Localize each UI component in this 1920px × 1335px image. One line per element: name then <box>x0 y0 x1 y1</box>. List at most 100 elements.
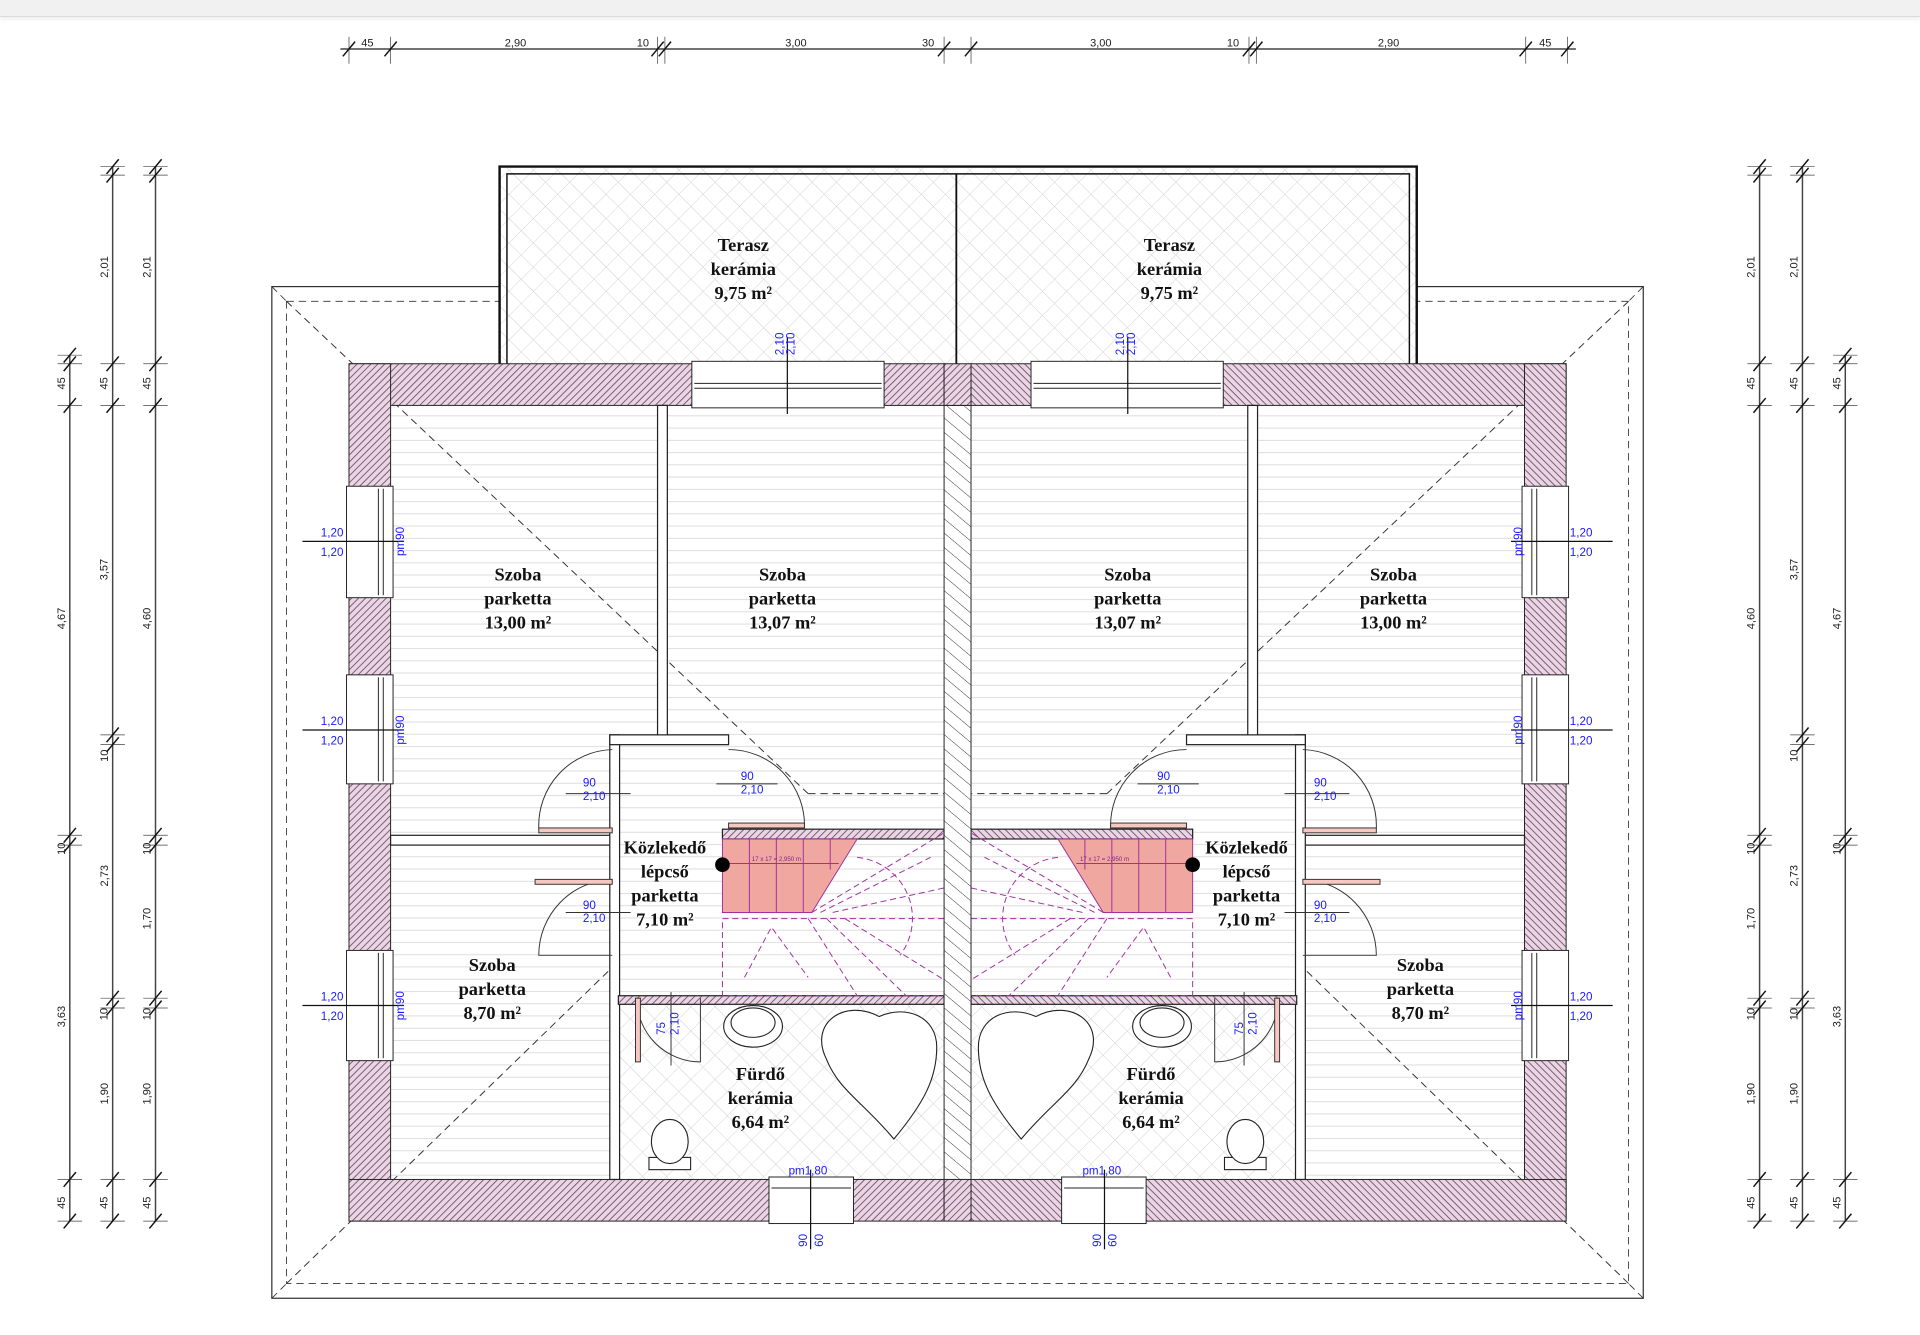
room-label-line: Szoba <box>1397 955 1444 975</box>
dimension-label: 4,67 <box>1831 608 1843 629</box>
dimension-tick <box>1795 158 1810 175</box>
room-label-line: Szoba <box>1104 565 1151 585</box>
door-width-label: 90 <box>1314 899 1327 912</box>
window-height-label: 1,20 <box>1570 735 1593 748</box>
room-label-line: 13,00 m² <box>485 612 552 632</box>
dimension-label: 2,01 <box>1746 256 1758 277</box>
window-width-label: 1,20 <box>1570 526 1593 539</box>
window-width-label: 1,20 <box>321 715 344 728</box>
dimension-label: 1,70 <box>142 908 154 929</box>
dimension-tick <box>650 41 665 57</box>
dimension-tick <box>105 1000 120 1016</box>
room-label-line: kerámia <box>1137 259 1202 279</box>
door-height-label: 2,10 <box>583 912 606 925</box>
dimension-label: 3,63 <box>56 1006 68 1027</box>
dimension-tick <box>1795 355 1810 372</box>
window-height-label: 1,20 <box>321 735 344 748</box>
dimension-tick <box>1838 355 1852 372</box>
dimension-tick <box>1838 397 1852 414</box>
dimension-label: 2,01 <box>142 256 154 277</box>
dimension-tick <box>964 41 978 57</box>
dimension-label: 3,00 <box>785 38 806 50</box>
dimension-label: 3,63 <box>1831 1006 1843 1027</box>
dimension-tick <box>1752 827 1767 844</box>
room-label-line: Közlekedő <box>624 838 707 858</box>
room-label-line: kerámia <box>728 1088 793 1108</box>
dimension-label: 3,57 <box>99 559 111 580</box>
dimension-label: 2,01 <box>99 256 111 277</box>
dimension-tick <box>105 1213 120 1229</box>
dimension-tick <box>105 158 120 175</box>
dimension-label: 3,00 <box>1090 38 1111 50</box>
dimension-label: 45 <box>99 377 111 389</box>
dimension-label: 45 <box>1539 38 1551 50</box>
unit-right <box>970 300 1630 1285</box>
door-height-label: 2,10 <box>1314 790 1337 803</box>
window-width-label: 1,20 <box>1570 715 1593 728</box>
door-height-label: 2,10 <box>1125 332 1138 355</box>
window-sill-label: pm1,80 <box>1082 1165 1121 1178</box>
door-height-label: 2,10 <box>774 332 787 355</box>
door-width-label: 90 <box>1157 770 1170 783</box>
dimension-tick <box>1242 41 1256 57</box>
door-height-label: 2,10 <box>1114 332 1127 355</box>
dimension-tick <box>1752 158 1767 175</box>
dimension-label: 2,90 <box>1378 38 1399 50</box>
dimension-tick <box>63 1171 77 1188</box>
door-height-label: 2,10 <box>583 790 606 803</box>
room-label-line: 9,75 m² <box>1141 283 1199 303</box>
room-label-line: 6,64 m² <box>732 1112 790 1132</box>
dimension-tick <box>1795 727 1810 743</box>
unit-left <box>285 300 945 1285</box>
dimension-label: 10 <box>1789 1008 1801 1020</box>
window-width-label: 90 <box>1091 1233 1104 1246</box>
dimension-tick <box>105 167 120 183</box>
window-height-label: 1,20 <box>321 1010 344 1023</box>
dimension-label: 10 <box>1831 843 1843 855</box>
dimension-label: 10 <box>99 750 111 762</box>
window-sill-label: pm90 <box>394 715 407 745</box>
dimension-tick <box>1838 827 1852 844</box>
dimension-label: 45 <box>1746 377 1758 389</box>
room-label-line: Szoba <box>1370 565 1417 585</box>
door-height-label: 2,10 <box>741 784 764 797</box>
dimension-tick <box>1838 1213 1852 1229</box>
dimension-tick <box>1795 397 1810 414</box>
viewer-toolbar <box>0 0 1920 17</box>
room-label-line: 9,75 m² <box>715 283 773 303</box>
dimension-label: 10 <box>142 1008 154 1020</box>
window-sill-label: pm90 <box>1512 526 1525 556</box>
room-label-line: Szoba <box>494 565 541 585</box>
dimension-tick <box>105 727 120 743</box>
room-label-line: 8,70 m² <box>1392 1003 1450 1023</box>
dimension-label: 4,67 <box>56 608 68 629</box>
dimension-label: 2,01 <box>1789 256 1801 277</box>
room-label-line: parketta <box>631 885 698 905</box>
room-label-line: parketta <box>1213 885 1280 905</box>
room-label-line: parketta <box>1360 588 1427 608</box>
room-label-line: Terasz <box>1144 235 1195 255</box>
window-height-label: 1,20 <box>321 546 344 559</box>
dimension-label: 45 <box>142 1197 154 1209</box>
dimension-label: 10 <box>142 843 154 855</box>
dimension-tick <box>63 355 77 372</box>
dimension-label: 3,57 <box>1789 559 1801 580</box>
room-label-line: lépcső <box>1223 862 1271 882</box>
room-label-line: parketta <box>459 979 526 999</box>
door-height-label: 2,10 <box>1314 912 1337 925</box>
door-width-label: 90 <box>583 899 596 912</box>
dimension-label: 2,73 <box>99 865 111 886</box>
door-height-label: 2,10 <box>668 1012 681 1035</box>
dimension-label: 10 <box>99 1008 111 1020</box>
dimension-tick <box>63 1213 77 1229</box>
